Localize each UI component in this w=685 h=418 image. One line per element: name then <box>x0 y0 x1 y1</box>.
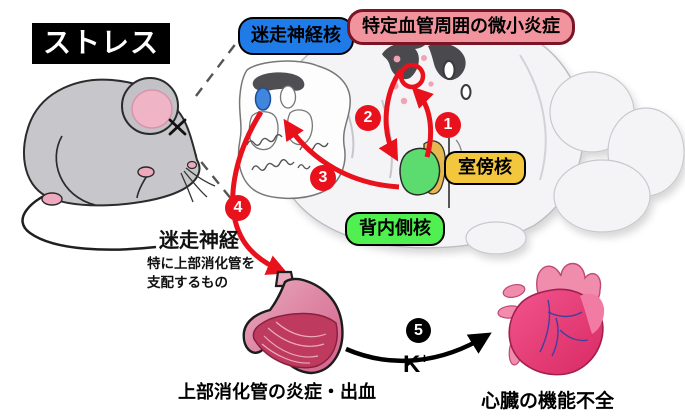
step-3-badge: 3 <box>310 165 336 191</box>
vagus-nucleus-blob <box>254 87 272 111</box>
mouse-x-eye <box>168 118 187 136</box>
vagus-nerve-annotation: 迷走神経 特に上部消化管を 支配するもの <box>147 224 255 291</box>
mouse-hind-foot <box>41 192 63 206</box>
vagus-nerve-subtitle-line2: 支配するもの <box>147 275 228 290</box>
step-4-badge: 4 <box>225 195 251 221</box>
inflammation-label: 特定血管周囲の微小炎症 <box>347 9 575 45</box>
mouse-nose <box>186 160 198 170</box>
arrow-step4 <box>230 110 288 275</box>
arrow-step2 <box>378 68 404 162</box>
potassium-label: K+ <box>403 350 429 378</box>
zoom-cone-dashes <box>189 37 241 206</box>
heart-veins <box>539 299 589 357</box>
mouse-whiskers <box>180 167 216 203</box>
step-2-badge: 2 <box>355 105 381 131</box>
heart-caption: 心臓の機能不全 <box>481 391 615 412</box>
vagus-nerve-title: 迷走神経 <box>159 230 239 252</box>
arrow-step3 <box>283 118 400 190</box>
mouse-illustration <box>21 77 216 251</box>
stomach-caption: 上部消化管の炎症・出血 <box>178 382 376 402</box>
dmh-blob <box>399 147 441 196</box>
heart-illustration <box>497 262 605 376</box>
mouse-inner-ear <box>131 89 173 129</box>
step-5-badge: 5 <box>406 318 431 343</box>
mouse-front-foot <box>137 166 155 178</box>
stomach-illustration <box>242 270 344 375</box>
pathway-arrows <box>230 68 434 275</box>
mouse-tail <box>21 186 157 251</box>
stress-label: ストレス <box>32 23 171 64</box>
brain-illustration <box>271 12 685 255</box>
paraventricular-nucleus-label: 室傍核 <box>444 151 526 185</box>
dorsomedial-nucleus-label: 背内側核 <box>345 212 445 246</box>
brainstem-slice-illustration <box>237 60 351 200</box>
vagus-nucleus-label: 迷走神経核 <box>238 17 354 55</box>
arrow-step5 <box>345 332 492 364</box>
vagus-nerve-subtitle-line1: 特に上部消化管を <box>147 256 255 271</box>
arrow-step1 <box>411 86 434 158</box>
hypothalamus-region <box>382 39 472 208</box>
step-1-badge: 1 <box>435 112 461 138</box>
